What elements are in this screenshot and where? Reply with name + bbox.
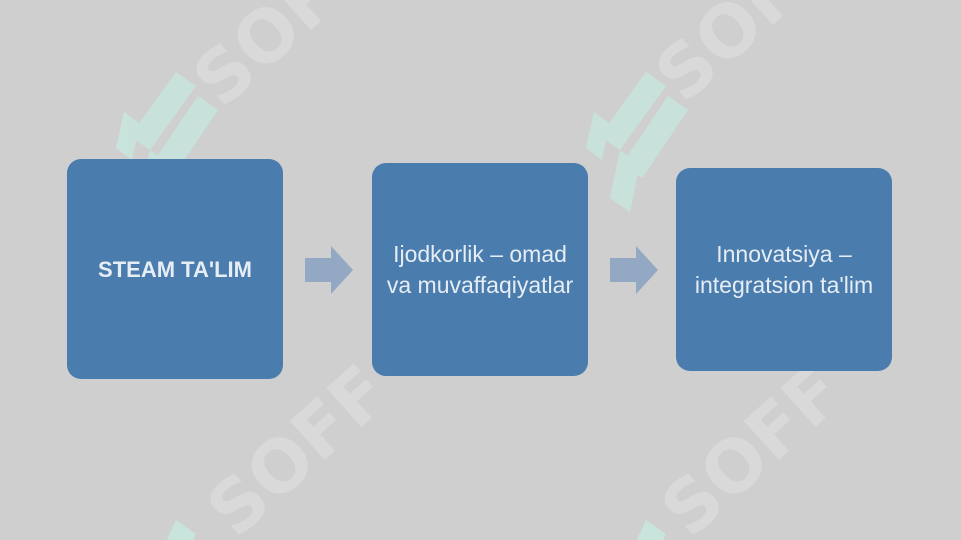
flow-step-1-label: STEAM TA'LIM (98, 256, 252, 282)
arrow-right-icon (305, 246, 353, 294)
soff-logo-icon (166, 520, 196, 540)
watermark-text: SOFF (177, 0, 390, 123)
soff-logo-icon (636, 520, 666, 540)
flow-step-3-label: Innovatsiya – integratsion ta'lim (694, 240, 874, 298)
arrow-right-icon (610, 246, 658, 294)
soff-logo-icon (586, 72, 688, 212)
watermark-text: SOFF (645, 349, 858, 540)
watermark-text: SOFF (639, 0, 852, 118)
flow-step-2: Ijodkorlik – omad va muvaffaqiyatlar (372, 163, 588, 376)
flow-step-2-label: Ijodkorlik – omad va muvaffaqiyatlar (386, 240, 574, 298)
flow-step-3: Innovatsiya – integratsion ta'lim (676, 168, 892, 371)
flow-step-1: STEAM TA'LIM (67, 159, 283, 379)
